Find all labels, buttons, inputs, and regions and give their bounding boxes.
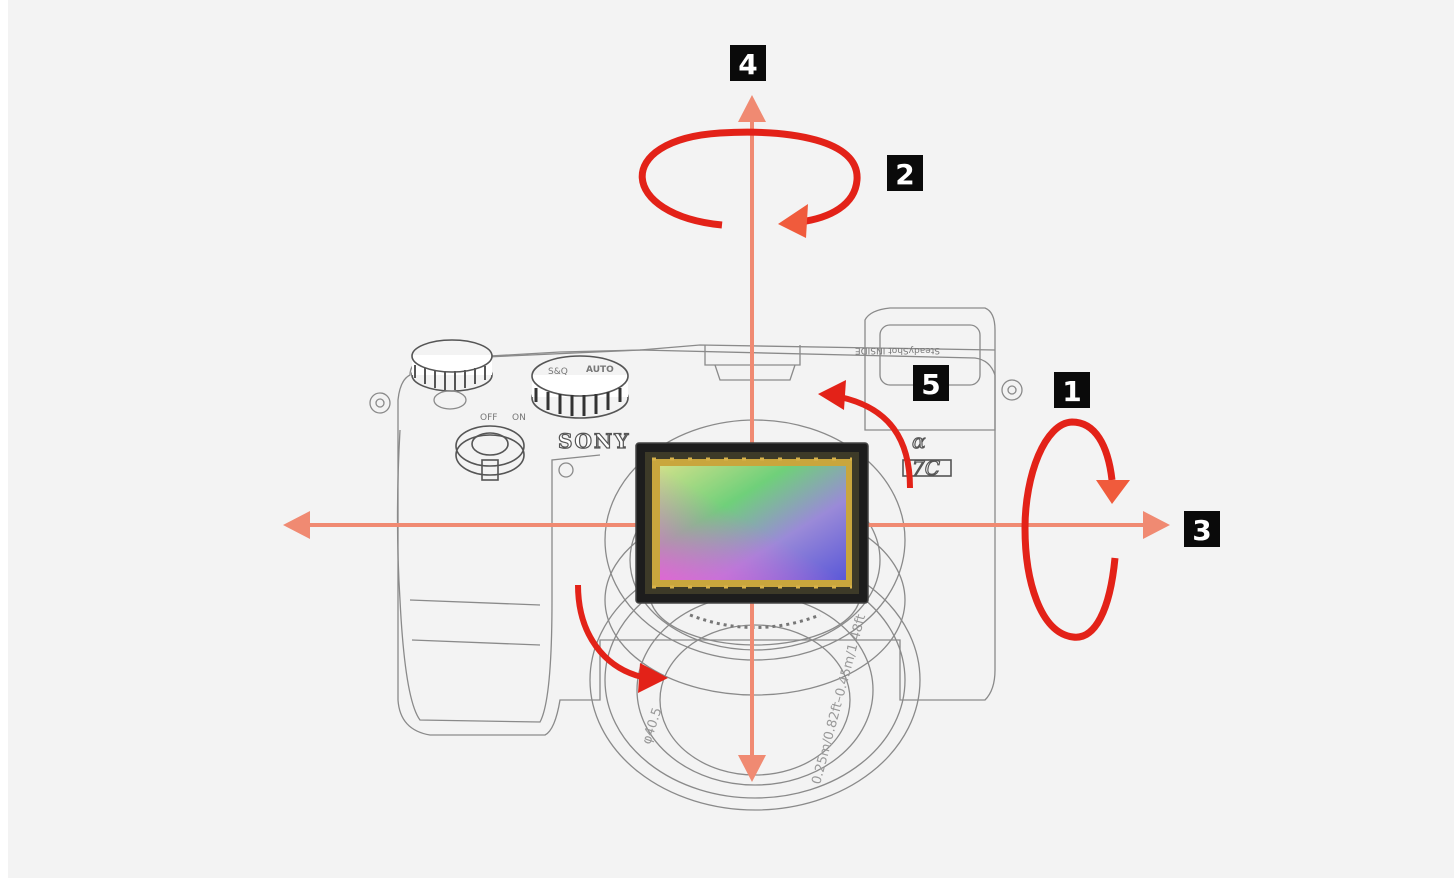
mode-auto-label: AUTO [586,365,614,375]
strap-lug-left [369,392,391,414]
badge-5: 5 [913,365,949,401]
model-label: 7C [912,456,940,480]
badge-5-label: 5 [921,368,940,401]
rotation-tilt-arrow-lower [575,584,668,693]
axis-arrow-up [738,95,766,122]
shutter-button: OFF ON [455,413,526,481]
axis-lines [283,95,1170,782]
badge-3-label: 3 [1192,514,1211,547]
rotation-tilt-arrow-upper [818,380,913,489]
badge-3: 3 [1184,511,1220,547]
badge-2-label: 2 [895,158,914,191]
power-on-label: ON [512,413,526,423]
mode-sq-label: S&Q [548,367,568,377]
camera-grip [396,429,601,723]
badge-4: 4 [730,45,766,81]
diagram-background [8,0,1454,878]
badge-4-label: 4 [738,48,757,81]
mode-dial: AUTO S&Q [531,355,629,419]
badge-1-label: 1 [1062,375,1081,408]
badge-1: 1 [1054,372,1090,408]
power-off-label: OFF [480,413,497,423]
rotation-roll-arrow [1021,418,1130,641]
strap-lug-right [1001,379,1023,401]
exposure-dial [411,339,493,392]
axis-arrow-down [738,755,766,782]
lens-diameter-text: φ40.5 [640,706,666,746]
steadyshot-label: SteadyShot INSIDE [855,345,940,355]
brand-logo: SONY [558,429,630,453]
rotation-yaw-arrow [638,128,861,238]
axis-arrow-right [1143,511,1170,539]
image-sensor [635,442,869,604]
badge-2: 2 [887,155,923,191]
axis-arrow-left [283,511,310,539]
alpha-logo: α [912,429,926,453]
